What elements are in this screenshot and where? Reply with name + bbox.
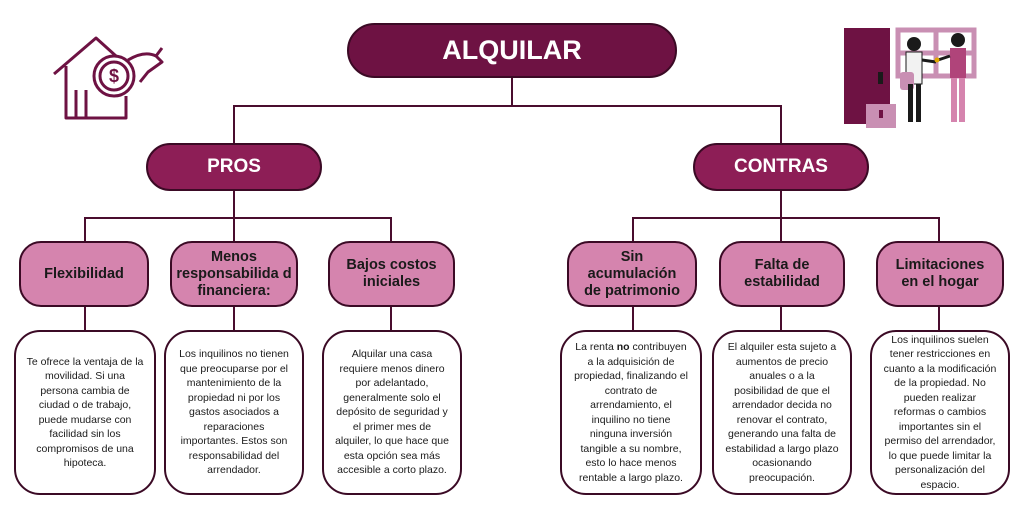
- connector-root-down: [511, 78, 513, 106]
- connector-pros-2-desc: [233, 305, 235, 330]
- connector-contras-bar: [632, 217, 940, 219]
- connector-contras-1: [632, 217, 634, 241]
- contras-item-falta-estabilidad: Falta de estabilidad: [719, 241, 845, 307]
- connector-contras-up: [780, 105, 782, 143]
- connector-level1-bar: [233, 105, 781, 107]
- connector-contras-2: [780, 217, 782, 241]
- connector-pros-down: [233, 191, 235, 218]
- connector-pros-1-desc: [84, 305, 86, 330]
- connector-contras-2-desc: [780, 305, 782, 330]
- pros-item-menos-responsabilidad: Menos responsabilida d financiera:: [170, 241, 298, 307]
- house-money-hand-icon: $: [48, 30, 168, 122]
- pros-desc-flexibilidad: Te ofrece la ventaja de la movilidad. Si…: [14, 330, 156, 495]
- connector-pros-3: [390, 217, 392, 241]
- connector-contras-3-desc: [938, 305, 940, 330]
- contras-desc-sin-acumulacion: La renta no contribuyen a la adquisición…: [560, 330, 702, 495]
- connector-pros-3-desc: [390, 305, 392, 330]
- contras-item-sin-acumulacion: Sin acumulación de patrimonio: [567, 241, 697, 307]
- contras-desc-sin-acumulacion-text: La renta no contribuyen a la adquisición…: [574, 341, 688, 484]
- contras-desc-falta-estabilidad: El alquiler esta sujeto a aumentos de pr…: [712, 330, 852, 495]
- key-handover-illustration: [838, 22, 986, 132]
- connector-contras-down: [780, 191, 782, 218]
- connector-contras-3: [938, 217, 940, 241]
- pros-item-flexibilidad: Flexibilidad: [19, 241, 149, 307]
- connector-pros-up: [233, 105, 235, 143]
- connector-pros-1: [84, 217, 86, 241]
- pros-node: PROS: [146, 143, 322, 191]
- connector-pros-bar: [84, 217, 392, 219]
- contras-item-limitaciones: Limitaciones en el hogar: [876, 241, 1004, 307]
- connector-contras-1-desc: [632, 305, 634, 330]
- pros-desc-bajos-costos: Alquilar una casa requiere menos dinero …: [322, 330, 462, 495]
- svg-text:$: $: [109, 66, 119, 86]
- contras-desc-limitaciones: Los inquilinos suelen tener restriccione…: [870, 330, 1010, 495]
- pros-desc-menos-responsabilidad: Los inquilinos no tienen que preocuparse…: [164, 330, 304, 495]
- emphasis-no: no: [616, 341, 630, 353]
- root-node-title: ALQUILAR: [347, 23, 677, 78]
- contras-node: CONTRAS: [693, 143, 869, 191]
- connector-pros-2: [233, 217, 235, 241]
- pros-item-bajos-costos: Bajos costos iniciales: [328, 241, 455, 307]
